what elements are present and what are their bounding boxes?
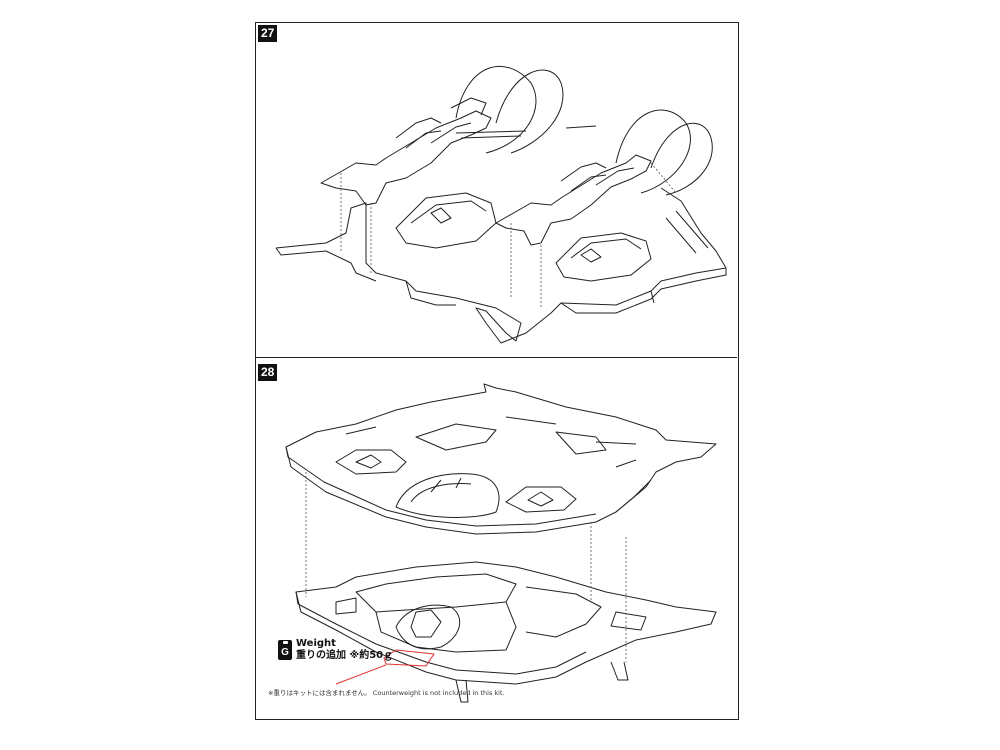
step-27-panel: 27 (256, 23, 737, 358)
weight-title: Weight (296, 638, 336, 649)
step-number-badge: 27 (258, 25, 278, 42)
instruction-page: 27 (255, 22, 739, 720)
counterweight-footnote: ※重りはキットには含まれません。 Counterweight is not in… (268, 689, 505, 697)
step-number-badge: 28 (258, 364, 278, 381)
step-28-panel: 28 (256, 362, 737, 717)
step-28-illustration (285, 383, 717, 703)
weight-icon: G (278, 640, 292, 660)
step-27-illustration (275, 66, 727, 344)
weight-label: Weight 重りの追加 ※約50ｇ (296, 638, 393, 662)
weight-subtitle: 重りの追加 ※約50ｇ (296, 650, 394, 661)
weight-callout: G Weight 重りの追加 ※約50ｇ (278, 638, 393, 662)
